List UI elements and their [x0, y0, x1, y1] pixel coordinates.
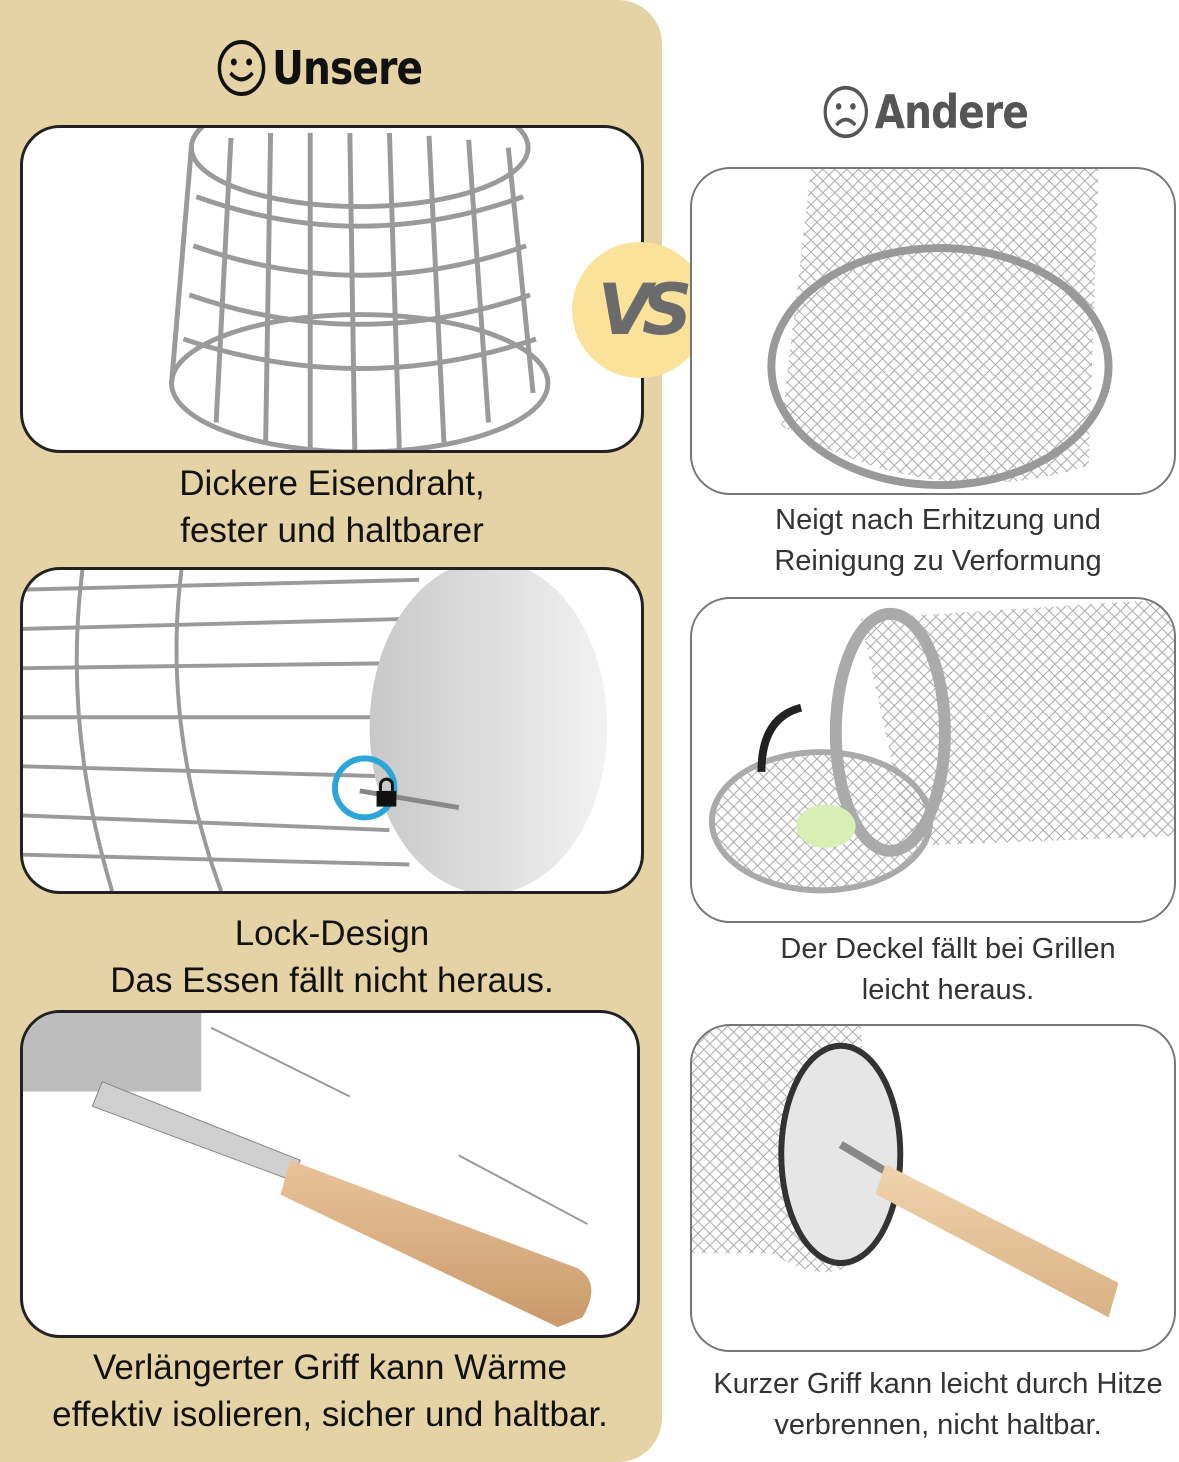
caption-line: Das Essen fällt nicht heraus. [110, 961, 554, 1000]
ours-caption-2: Lock-Design Das Essen fällt nicht heraus… [20, 916, 644, 1010]
caption-line: effektiv isolieren, sicher und haltbar. [52, 1395, 608, 1434]
others-caption-1: Neigt nach Erhitzung und Reinigung zu Ve… [690, 506, 1179, 588]
caption-line: Dickere Eisendraht, [179, 464, 485, 503]
caption-line: Neigt nach Erhitzung und [775, 504, 1101, 536]
smiley-sad-icon [823, 85, 869, 139]
caption-line: Der Deckel fällt bei Grillen [780, 933, 1116, 965]
ours-image-thick-wire [20, 125, 644, 453]
caption-line: Verlängerter Griff kann Wärme [93, 1348, 567, 1387]
ours-title: Unsere [216, 38, 423, 98]
others-image-short-handle [690, 1024, 1176, 1352]
ours-title-text: Unsere [272, 41, 423, 95]
ours-caption-3: Verlängerter Griff kann Wärme effektiv i… [20, 1350, 640, 1444]
caption-line: Reinigung zu Verformung [774, 545, 1102, 577]
others-title: Andere [822, 84, 1029, 140]
others-image-loose-lid [690, 597, 1176, 923]
caption-line: fester und haltbarer [180, 511, 484, 550]
caption-line: verbrennen, nicht haltbar. [774, 1409, 1102, 1441]
vs-badge: VS [572, 242, 708, 378]
others-image-deformed [690, 167, 1176, 495]
others-title-text: Andere [874, 85, 1029, 139]
smiley-happy-icon [217, 40, 266, 96]
ours-image-lock-design [20, 567, 644, 894]
vs-label: VS [597, 269, 693, 351]
ours-caption-1: Dickere Eisendraht, fester und haltbarer [20, 466, 644, 560]
ours-image-long-handle [20, 1010, 640, 1338]
others-caption-3: Kurzer Griff kann leicht durch Hitze ver… [700, 1370, 1176, 1452]
caption-line: Kurzer Griff kann leicht durch Hitze [713, 1368, 1163, 1400]
caption-line: Lock-Design [234, 914, 430, 953]
others-caption-2: Der Deckel fällt bei Grillen leicht hera… [700, 935, 1179, 1017]
caption-line: leicht heraus. [861, 974, 1035, 1006]
